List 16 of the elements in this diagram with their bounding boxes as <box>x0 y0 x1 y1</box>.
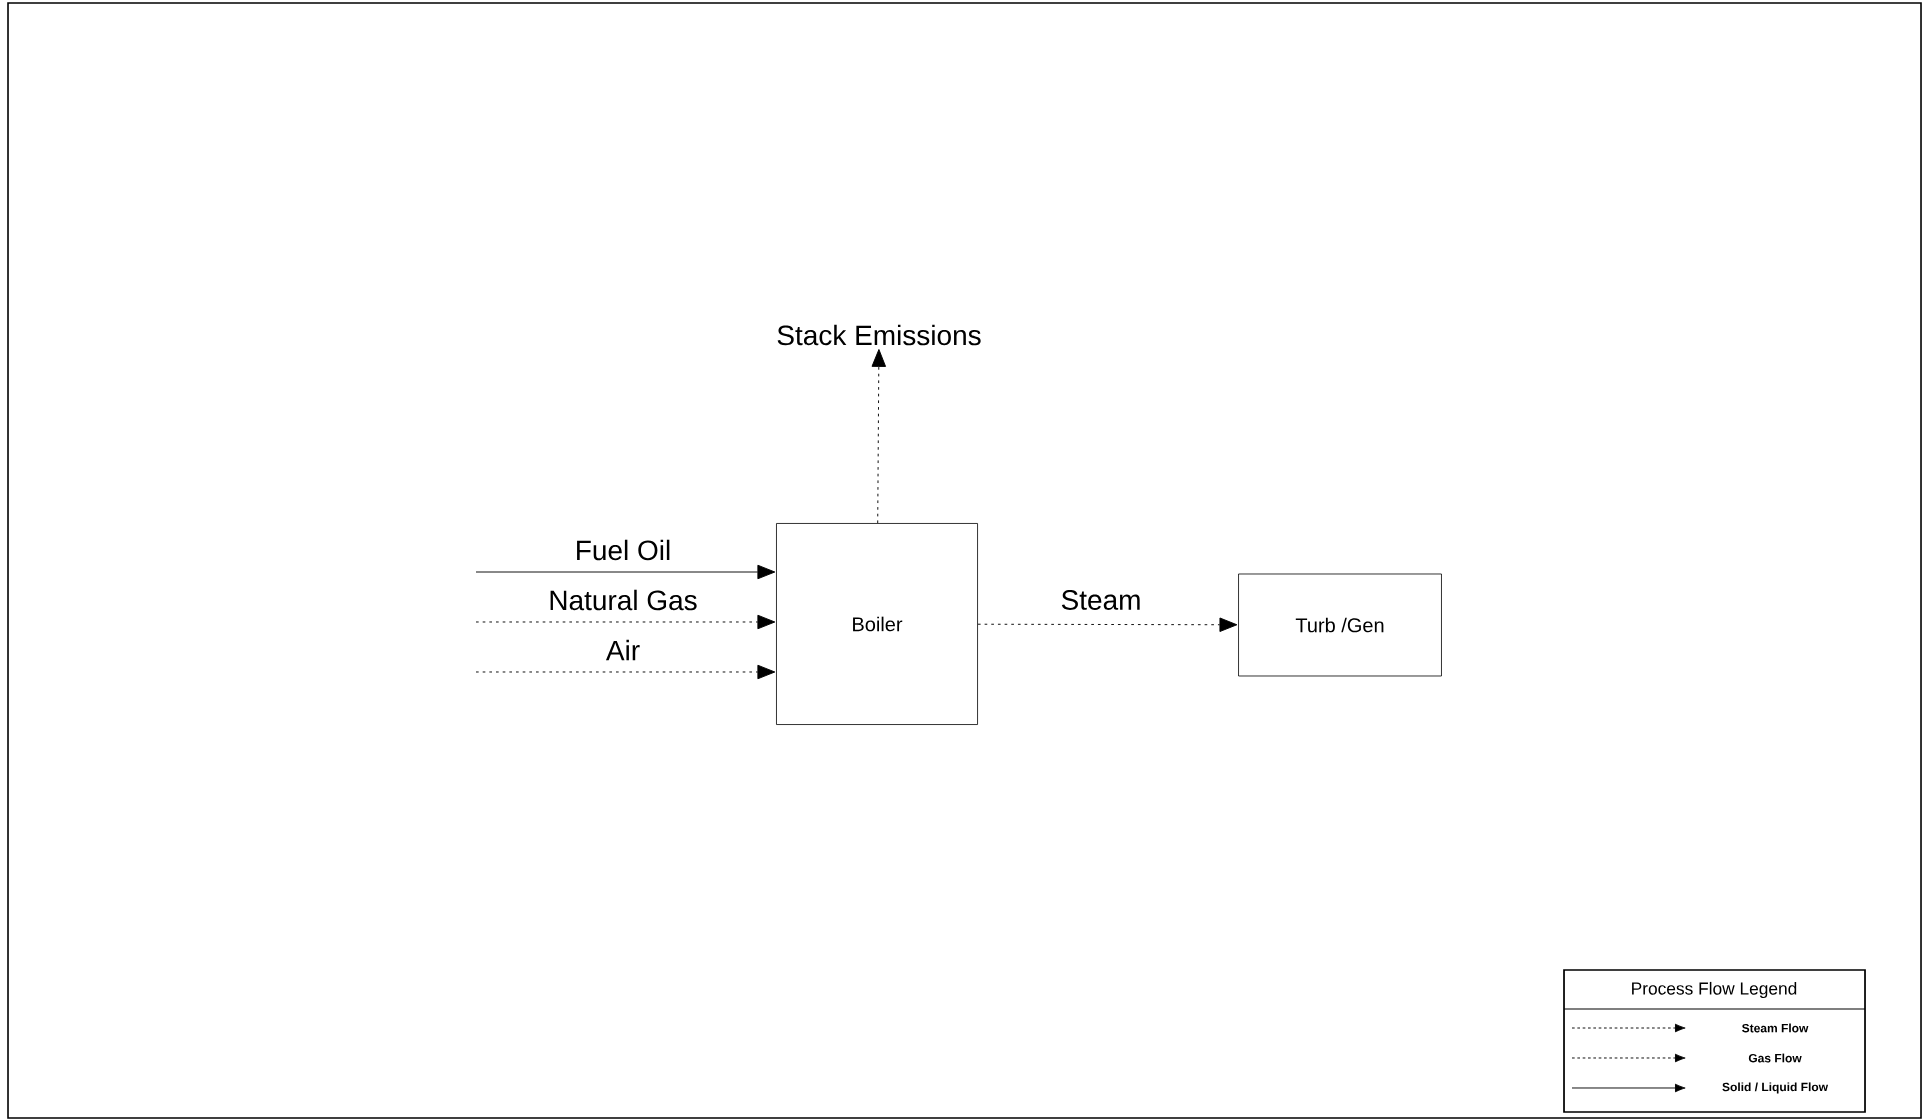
legend-text: Solid / Liquid Flow <box>1722 1082 1829 1094</box>
edge-label: Air <box>605 639 640 661</box>
legend-title: Process Flow Legend <box>1632 981 1797 999</box>
flow-arrow <box>475 564 776 580</box>
flow-arrow <box>977 617 1238 632</box>
edge-label: Steam <box>1061 590 1140 610</box>
flow-arrow <box>475 664 776 680</box>
stream-label: Stack Emissions <box>777 324 981 346</box>
process-box: Boiler <box>776 523 978 725</box>
process-box: Turb /Gen <box>1238 573 1442 677</box>
legend-text: Steam Flow <box>1742 1023 1809 1033</box>
legend-text: Gas Flow <box>1748 1053 1802 1063</box>
edge-label: Natural Gas <box>550 589 697 611</box>
flow-arrow <box>871 349 887 524</box>
flow-arrow <box>475 614 776 630</box>
edge-label: Fuel Oil <box>577 539 670 561</box>
